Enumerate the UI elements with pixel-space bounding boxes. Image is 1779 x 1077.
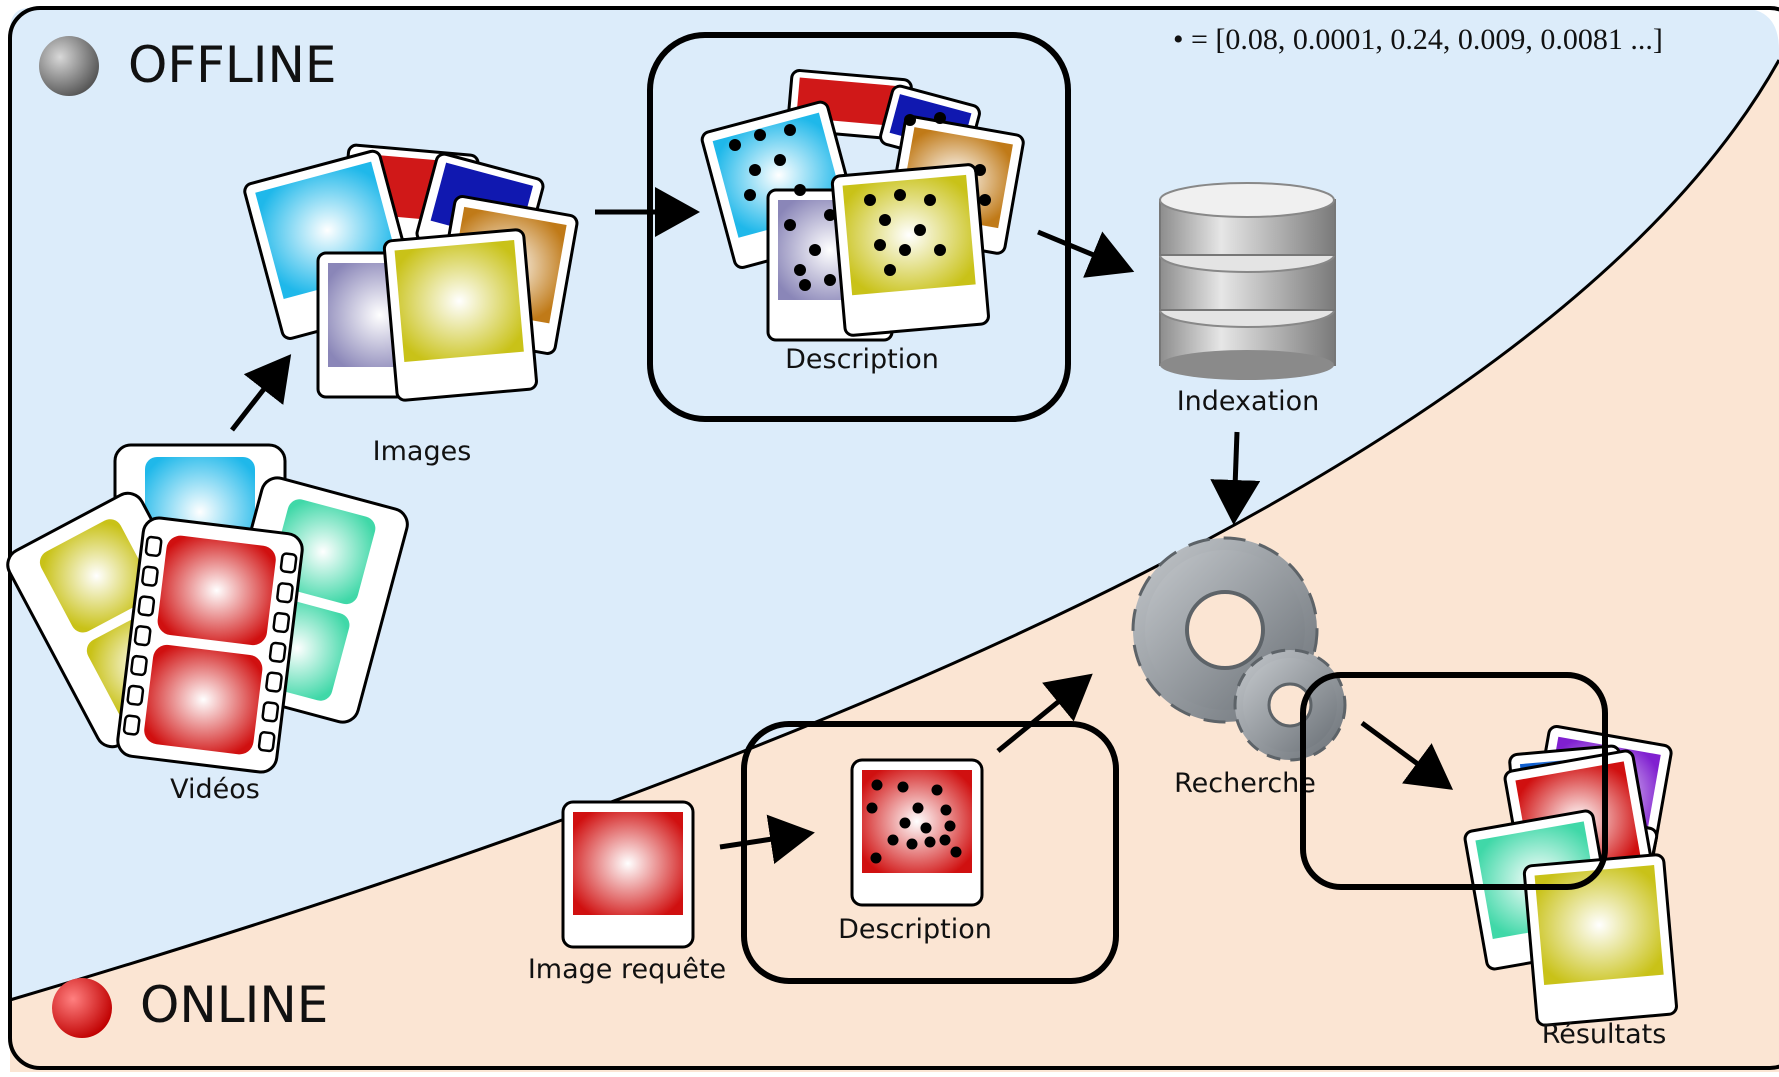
indexation-label: Indexation [1177, 386, 1320, 417]
arrow-description-to-search [996, 673, 1093, 753]
flow-arrows [230, 187, 1454, 865]
images-icon [243, 143, 579, 402]
videos-label: Vidéos [170, 774, 260, 805]
offline-label: OFFLINE [128, 36, 336, 94]
query-image-label: Image requête [528, 954, 726, 985]
arrow-index-to-search [1210, 431, 1261, 525]
query-image-icon [561, 800, 695, 949]
arrow-videos-to-images [230, 354, 292, 432]
online-dot [52, 978, 112, 1038]
description-offline-icon [700, 69, 1025, 342]
online-label: ONLINE [140, 976, 328, 1034]
results-frame [1300, 672, 1608, 890]
description-offline-label: Description [785, 344, 939, 375]
description-online-frame [741, 721, 1119, 984]
results-label: Résultats [1542, 1019, 1667, 1050]
recherche-label: Recherche [1174, 768, 1316, 799]
arrow-description-to-index [1037, 229, 1135, 278]
images-label: Images [373, 436, 472, 467]
database-icon [1159, 182, 1336, 380]
videos-icon [6, 443, 409, 774]
arrow-search-to-results [1360, 720, 1454, 790]
description-online-label: Description [838, 914, 992, 945]
online-region [10, 60, 1779, 1072]
arrow-query-to-description [719, 814, 815, 865]
gears-icon [1131, 536, 1347, 762]
offline-dot [39, 36, 99, 96]
feature-vector-text: • = [0.08, 0.0001, 0.24, 0.009, 0.0081 .… [1173, 23, 1663, 56]
diagram-border [8, 6, 1779, 1070]
description-online-icon [850, 758, 984, 907]
description-offline-frame [647, 32, 1071, 422]
